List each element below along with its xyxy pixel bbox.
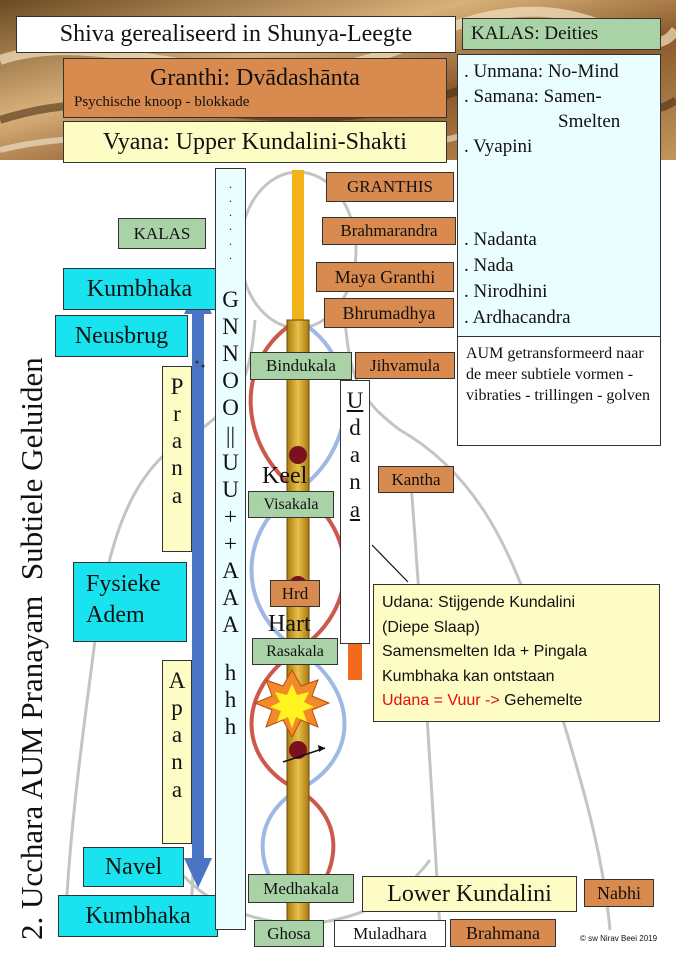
medhakala-label: Medhakala bbox=[248, 874, 354, 903]
kalas-deities-header: KALAS: Deities bbox=[462, 18, 661, 50]
bindukala-label: Bindukala bbox=[250, 352, 352, 380]
lower-kundalini-label: Lower Kundalini bbox=[362, 876, 577, 912]
kantha-label: Kantha bbox=[378, 466, 454, 493]
aum-note: AUM getransformeerd naar de meer subtiel… bbox=[457, 336, 661, 446]
neusbrug-label: Neusbrug bbox=[55, 315, 188, 357]
kalas-item-unmana: . Unmana: No-Mind bbox=[464, 61, 619, 82]
kalas-item-nirodhini: . Nirodhini bbox=[464, 281, 548, 302]
gnnoo-dots: ...... bbox=[229, 177, 232, 262]
kalas-item-nadanta: . Nadanta bbox=[464, 229, 537, 250]
udana-note: Udana: Stijgende Kundalini (Diepe Slaap)… bbox=[373, 584, 660, 722]
kalas-label: KALAS bbox=[118, 218, 206, 249]
page-title: Shiva gerealiseerd in Shunya-Leegte bbox=[16, 16, 456, 53]
ghosa-label: Ghosa bbox=[254, 920, 324, 947]
brahmarandra-label: Brahmarandra bbox=[322, 217, 456, 245]
granthi-heading-box: Granthi: Dvādashānta Psychische knoop - … bbox=[63, 58, 447, 118]
side-title: 2. Ucchara AUM Pranayam Subtiele Geluide… bbox=[10, 198, 54, 958]
rasakala-label: Rasakala bbox=[252, 638, 338, 665]
navel-label: Navel bbox=[83, 847, 184, 887]
granthi-heading-sub: Psychische knoop - blokkade bbox=[74, 94, 250, 110]
keel-label: Keel bbox=[262, 463, 308, 489]
vyana-label: Vyana: Upper Kundalini-Shakti bbox=[63, 121, 447, 163]
throat-chakra-dot bbox=[289, 446, 307, 464]
hart-label: Hart bbox=[268, 611, 311, 637]
copyright: © sw Nirav Beei 2019 bbox=[580, 934, 658, 943]
udana-note-line2: (Diepe Slaap) bbox=[382, 618, 480, 636]
kumbhaka-top-label: Kumbhaka bbox=[63, 268, 216, 310]
kalas-list-panel: . Unmana: No-Mind . Samana: Samen- Smelt… bbox=[457, 54, 661, 337]
granthi-heading-main: Granthi: Dvādashānta bbox=[150, 65, 360, 91]
upper-spine bbox=[292, 170, 304, 320]
udana-note-line3: Samensmelten Ida + Pingala bbox=[382, 643, 588, 660]
brahmana-label: Brahmana bbox=[450, 919, 556, 947]
kalas-item-samana: . Samana: Samen- bbox=[464, 86, 602, 107]
kalas-item-nada: . Nada bbox=[464, 255, 514, 276]
kalas-item-vyapini: . Vyapini bbox=[464, 136, 533, 157]
fysieke-adem-label: Fysieke Adem bbox=[73, 562, 187, 642]
jihvamula-label: Jihvamula bbox=[355, 352, 455, 379]
hrd-label: Hrd bbox=[270, 580, 320, 607]
side-title-text: 2. Ucchara AUM Pranayam Subtiele Geluide… bbox=[14, 357, 49, 940]
maya-granthi-label: Maya Granthi bbox=[316, 262, 454, 292]
visakala-label: Visakala bbox=[248, 491, 334, 518]
kumbhaka-bottom-label: Kumbhaka bbox=[58, 895, 218, 937]
fysieke-text: Fysieke bbox=[86, 571, 161, 597]
kalas-item-ardhacandra: . Ardhacandra bbox=[464, 307, 571, 328]
sun-burst-icon bbox=[253, 668, 331, 739]
granthis-label: GRANTHIS bbox=[326, 172, 454, 202]
muladhara-label: Muladhara bbox=[334, 920, 446, 947]
udana-note-line5: Udana = Vuur -> Gehemelte bbox=[382, 692, 583, 709]
kalas-item-samana-cont: Smelten bbox=[558, 111, 621, 132]
bhrumadhya-label: Bhrumadhya bbox=[324, 298, 454, 328]
navel-chakra-dot bbox=[289, 741, 307, 759]
nabhi-label: Nabhi bbox=[584, 879, 654, 907]
udana-note-line1: Udana: Stijgende Kundalini bbox=[382, 594, 576, 611]
adem-text: Adem bbox=[86, 602, 145, 628]
udana-note-line4: Kumbhaka kan ontstaan bbox=[382, 667, 555, 685]
